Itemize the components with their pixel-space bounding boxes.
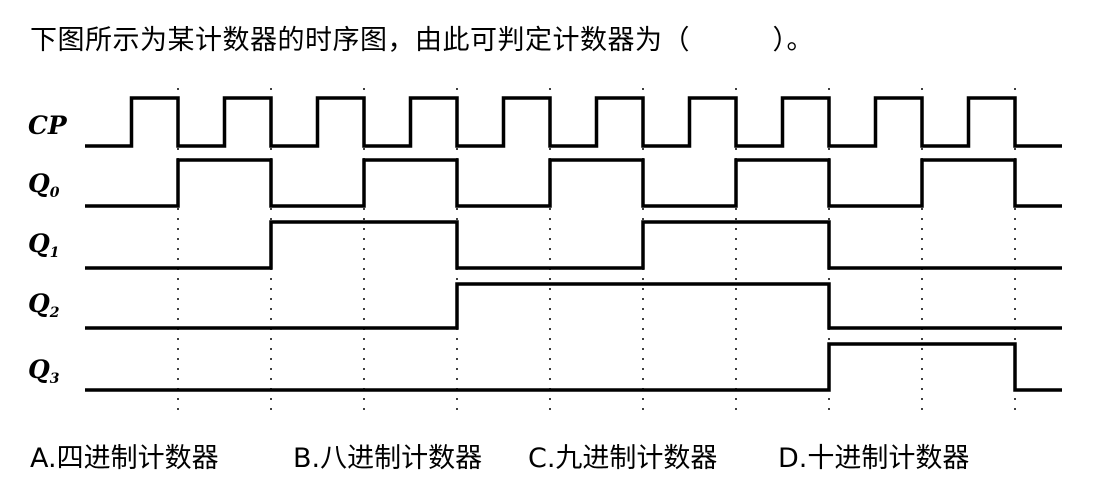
waveform-q0 [85,158,1062,208]
waveform-q2 [85,282,1062,330]
signal-label-cp: CP [28,111,68,140]
question-text: 下图所示为某计数器的时序图，由此可判定计数器为（ ）。 [30,25,814,56]
waveform-cp [85,96,1062,148]
signal-label-q0: Q0 [28,169,60,201]
option-c[interactable]: C.九进制计数器 [528,443,718,474]
option-a[interactable]: A.四进制计数器 [30,443,219,474]
answer-options: A.四进制计数器 B.八进制计数器 C.九进制计数器 D.十进制计数器 [0,436,1114,476]
option-d[interactable]: D.十进制计数器 [778,443,970,474]
option-b[interactable]: B.八进制计数器 [293,443,483,474]
signal-label-q1: Q1 [28,229,60,261]
signal-label-q2: Q2 [28,289,60,321]
signal-label-q3: Q3 [28,355,60,387]
waveform-q3 [85,342,1062,392]
waveform-q1 [85,220,1062,270]
